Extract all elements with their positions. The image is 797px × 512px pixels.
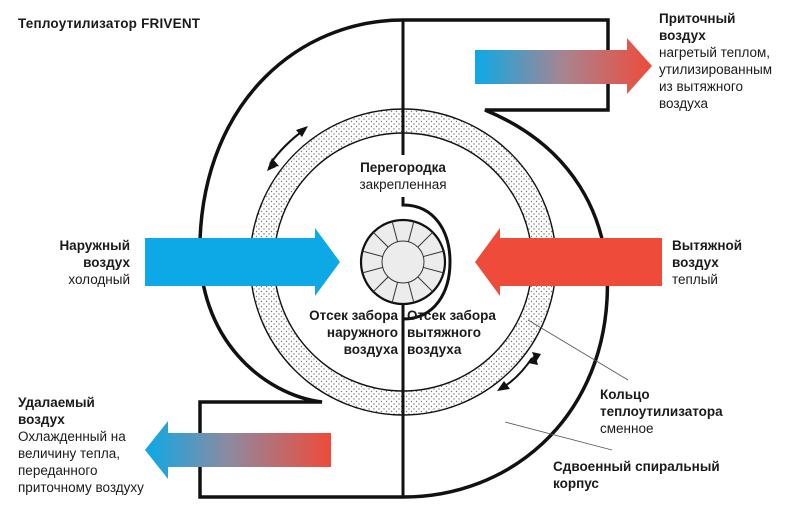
outside-compartment-line: наружного xyxy=(326,325,398,340)
rotor-spoke xyxy=(362,266,383,274)
partition-sub: закрепленная xyxy=(359,177,447,192)
ring-sub: сменное xyxy=(600,421,654,436)
ring-leader-line xyxy=(527,319,629,381)
supply-air-heading-1: Приточный xyxy=(659,11,736,26)
extract-air-heading-1: Вытяжной xyxy=(672,238,743,253)
rotor-spoke xyxy=(423,266,444,274)
outside-air-heading-2: воздух xyxy=(83,255,130,270)
extract-air-label: Вытяжной воздух теплый xyxy=(672,237,742,288)
supply-air-arrow-icon xyxy=(475,38,652,94)
rotor-hub xyxy=(381,240,425,284)
ring-label: Кольцо теплоутилизатора сменное xyxy=(600,386,723,437)
exhaust-air-line: переданного xyxy=(18,463,98,478)
outside-compartment-line: Отсек забора xyxy=(309,308,398,323)
rotation-arrow-top-left-icon xyxy=(267,126,308,171)
exhaust-air-arrow-icon xyxy=(145,421,331,479)
supply-air-heading-2: воздух xyxy=(659,28,706,43)
housing-label: Сдвоенный спиральный корпус xyxy=(553,458,720,492)
housing-heading-1: Сдвоенный спиральный xyxy=(553,459,720,474)
outside-compartment-label: Отсек забора наружного воздуха xyxy=(309,307,398,358)
rotation-arrow-bottom-right-icon xyxy=(497,352,541,391)
rotor-spoke xyxy=(407,221,415,242)
rotor-spoke xyxy=(417,231,434,248)
extract-air-line: теплый xyxy=(672,272,718,287)
rotor-spoke xyxy=(362,250,383,258)
rotor-icon xyxy=(359,218,447,306)
exhaust-air-heading-2: воздух xyxy=(18,412,65,427)
rotor-spoke xyxy=(391,221,399,242)
rotor-spoke xyxy=(423,250,444,258)
rotor-spoke xyxy=(391,282,399,303)
extract-compartment-line: вытяжного xyxy=(407,325,481,340)
partition-heading: Перегородка xyxy=(360,160,446,175)
exhaust-air-heading-1: Удалаемый xyxy=(18,395,95,410)
exhaust-air-line: величину тепла, xyxy=(18,446,121,461)
ring-heading-2: теплоутилизатора xyxy=(600,404,723,419)
supply-air-line: нагретый теплом, xyxy=(659,45,771,60)
supply-air-label: Приточный воздух нагретый теплом, утилиз… xyxy=(659,10,772,112)
housing-right-spiral xyxy=(402,18,610,499)
extract-compartment-line: воздуха xyxy=(407,342,462,357)
outside-air-label: Наружный воздух холодный xyxy=(59,237,130,288)
rotor-spoke xyxy=(372,231,389,248)
housing-heading-2: корпус xyxy=(553,476,599,491)
rotor-spoke xyxy=(417,276,434,293)
housing-leader-line xyxy=(504,421,613,451)
extract-air-arrow-icon xyxy=(475,228,662,296)
supply-air-line: воздуха xyxy=(659,96,709,111)
exhaust-air-label: Удалаемый воздух Охлажденный на величину… xyxy=(18,394,144,496)
outside-air-heading-1: Наружный xyxy=(59,238,130,253)
rotor-spoke xyxy=(372,276,389,293)
outside-compartment-line: воздуха xyxy=(343,342,398,357)
supply-air-line: из вытяжного xyxy=(659,79,743,94)
extract-compartment-line: Отсек забора xyxy=(407,308,496,323)
rotor-spoke xyxy=(407,282,415,303)
outside-air-arrow-icon xyxy=(145,228,340,296)
extract-compartment-label: Отсек забора вытяжного воздуха xyxy=(407,307,496,358)
supply-air-line: утилизированным xyxy=(659,62,773,77)
exhaust-air-line: Охлажденный на xyxy=(18,429,126,444)
diagram-title: Теплоутилизатор FRIVENT xyxy=(18,16,201,31)
ring-heading-1: Кольцо xyxy=(600,387,650,402)
exhaust-air-line: приточному воздуху xyxy=(18,480,144,495)
extract-air-heading-2: воздух xyxy=(672,255,719,270)
partition-curve xyxy=(401,197,452,321)
outside-air-line: холодный xyxy=(68,272,130,287)
partition-label: Перегородка закрепленная xyxy=(335,159,471,193)
